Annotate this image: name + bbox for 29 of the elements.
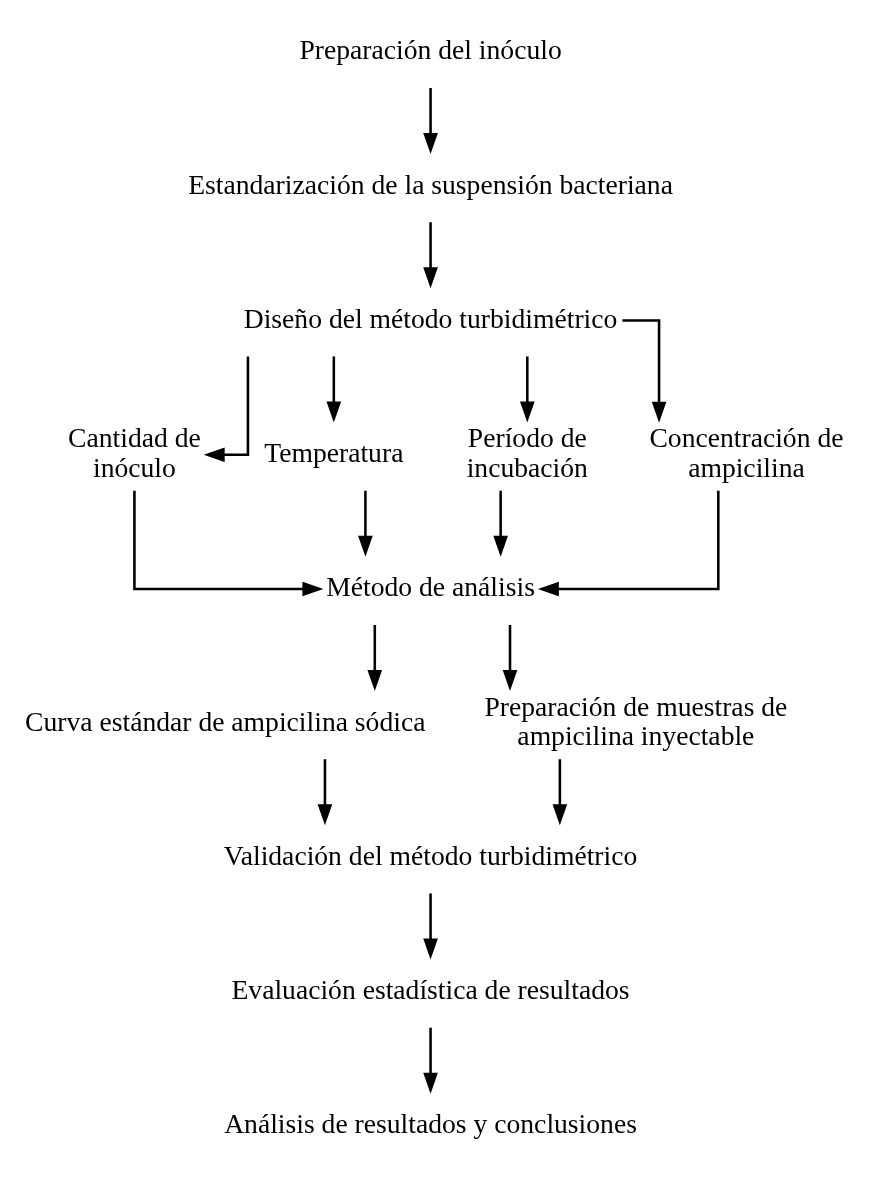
node-text: Preparación de muestras de ampicilina inyectable (484, 690, 788, 752)
arrow (537, 490, 720, 597)
node-text: Validación del método turbidimétrico (223, 839, 638, 871)
node-text: Curva estándar de ampicilina sódica (25, 705, 426, 737)
node-text: Temperatura (264, 437, 404, 469)
arrow (622, 319, 667, 423)
arrow (423, 1027, 438, 1094)
node-text: Diseño del método turbidimétrico (243, 302, 618, 334)
arrow (423, 893, 438, 960)
node-text: Análisis de resultados y conclusiones (224, 1108, 637, 1140)
node-text: Método de análisis (326, 571, 535, 603)
node-text: Cantidad de inóculo (68, 422, 201, 483)
arrow (317, 759, 333, 826)
node-text: Evaluación estadística de resultados (231, 974, 630, 1006)
node-text: Concentración de ampicilina (649, 422, 844, 483)
arrow (203, 356, 250, 463)
node-text: Período de incubación (466, 422, 588, 483)
arrow (493, 490, 508, 557)
arrow (326, 356, 342, 423)
arrow (423, 222, 438, 289)
arrow (358, 490, 373, 557)
arrow (552, 759, 568, 826)
node-text: Preparación del inóculo (299, 34, 562, 66)
arrow (423, 87, 438, 155)
arrow (133, 490, 324, 597)
arrow (367, 624, 383, 692)
node-text: Estandarización de la suspensión bacteriana (188, 168, 673, 200)
arrow (502, 624, 518, 692)
arrow (519, 356, 535, 423)
